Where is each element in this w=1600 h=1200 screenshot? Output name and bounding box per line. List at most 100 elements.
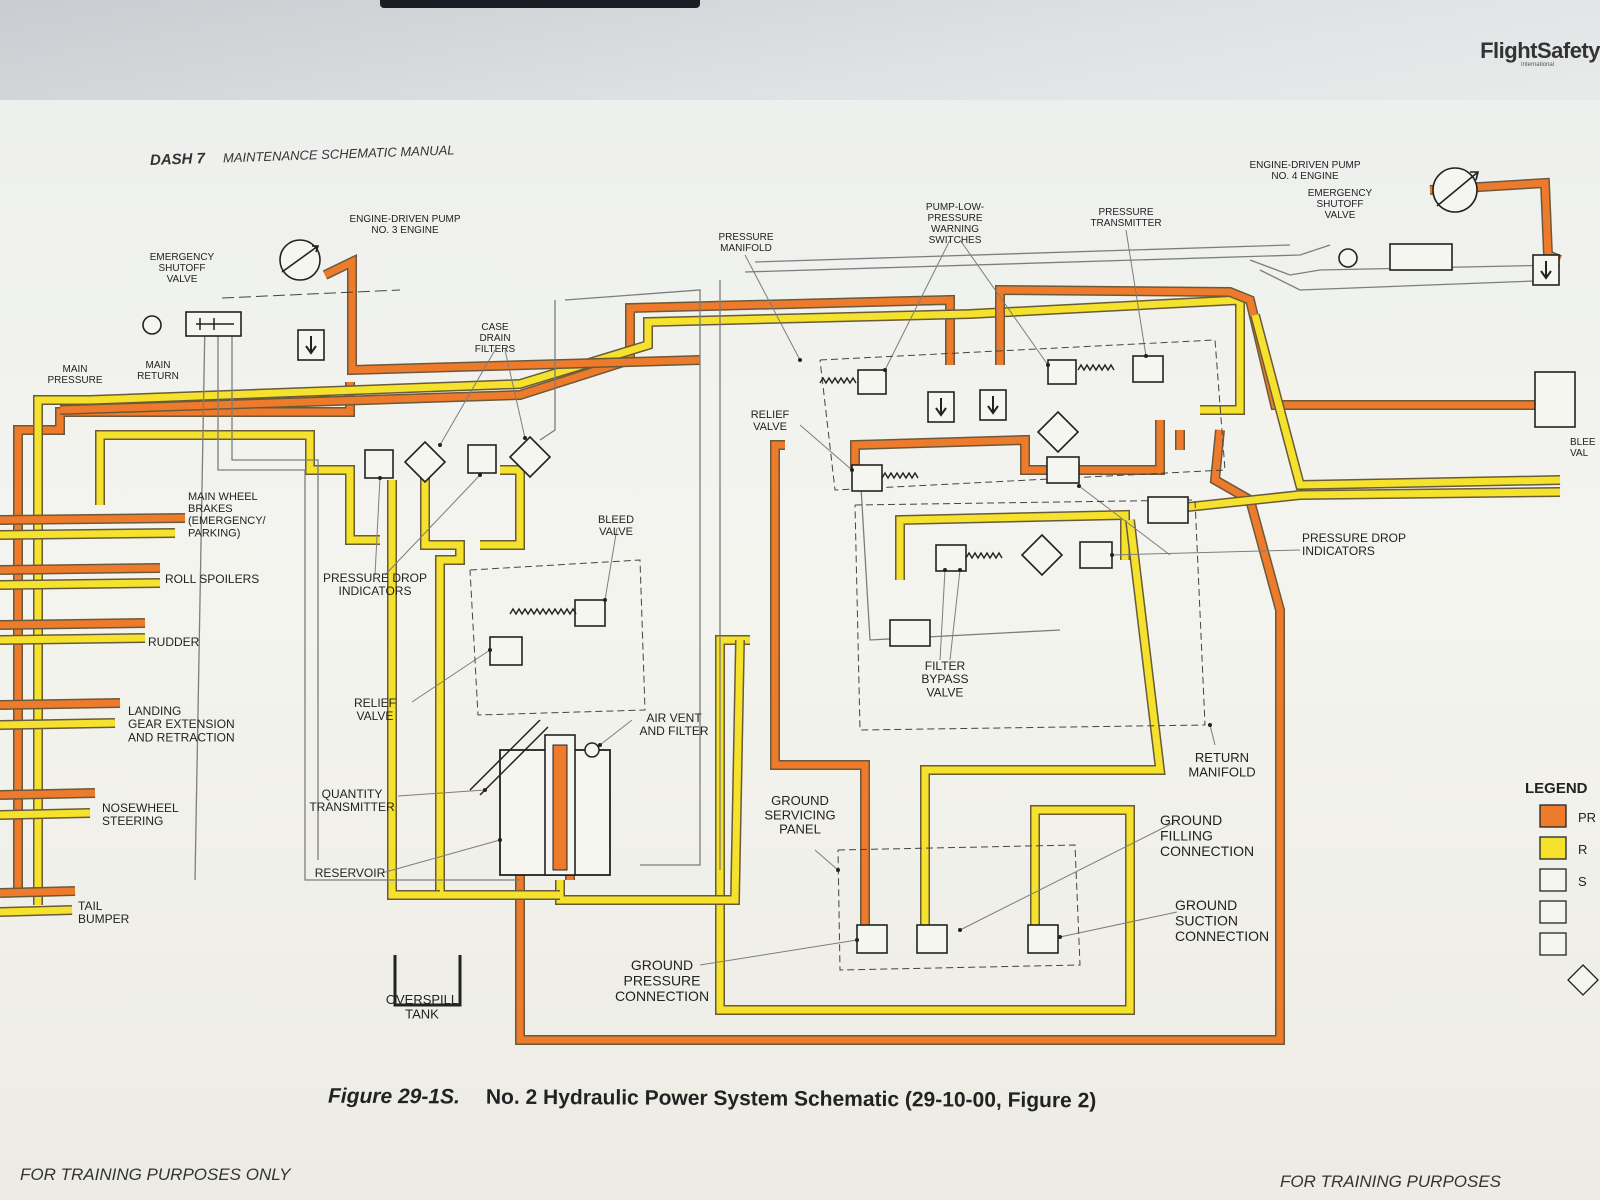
filling-pipe — [921, 519, 1164, 935]
figure-number: Figure 29-1S. — [327, 1084, 460, 1109]
label-pdi-right-line-1: INDICATORS — [1302, 544, 1375, 558]
label-esv-right-line-0: EMERGENCY — [1308, 188, 1373, 199]
pump-low-switch-1 — [857, 369, 887, 395]
legend-title: LEGEND — [1525, 780, 1588, 797]
footer-left: FOR TRAINING PURPOSES ONLY — [20, 1165, 291, 1184]
leader-tip-14 — [483, 788, 487, 792]
manifold-pdi — [1046, 456, 1080, 484]
right-return-pipe — [1251, 314, 1561, 489]
label-overspill-line-0: OVERSPILL — [386, 992, 458, 1007]
label-ground-pressure-line-2: CONNECTION — [615, 988, 709, 1004]
label-pressure-transmitter-line-0: PRESSURE — [1098, 207, 1153, 218]
manifold-check-2 — [979, 389, 1007, 421]
label-esv-left-line-0: EMERGENCY — [150, 252, 215, 263]
label-relief-reservoir-line-1: VALVE — [357, 709, 394, 723]
label-main-return-line-1: RETURN — [137, 371, 179, 382]
ground-suction-connection — [1027, 924, 1059, 954]
ground-filling-connection — [916, 924, 948, 954]
return-check-horizontal — [889, 619, 931, 647]
manifold-check-1-arrow — [935, 398, 947, 417]
legend-swatch-3 — [1539, 900, 1567, 924]
label-pump3-line-1: NO. 3 ENGINE — [371, 225, 439, 236]
branch-pipe-8 — [0, 789, 96, 799]
pump4-icon — [1432, 167, 1478, 213]
leader-tip-7 — [378, 476, 382, 480]
component-layer — [142, 167, 1576, 1007]
legend-swatch-2 — [1539, 868, 1567, 892]
leader-line-10 — [1078, 485, 1171, 556]
legend-item-0: PR — [1578, 810, 1596, 825]
label-main-return-line-0: MAIN — [146, 360, 171, 371]
leader-line-22 — [699, 939, 858, 966]
page-top-shadow — [0, 0, 1600, 100]
leader-line-13 — [599, 719, 633, 746]
thin-line-3 — [194, 319, 206, 881]
left-shutoff-valve-detail — [196, 318, 234, 330]
leader-tip-2 — [1046, 363, 1050, 367]
label-esv-right-line-1: SHUTOFF — [1316, 199, 1363, 210]
label-bleed-right-line-0: BLEE — [1570, 437, 1596, 448]
leader-tip-6 — [850, 468, 854, 472]
pump3-shaft — [221, 289, 401, 299]
return-filter — [1020, 533, 1064, 577]
label-pump3-line-0: ENGINE-DRIVEN PUMP — [349, 214, 460, 225]
label-pump-low-line-3: SWITCHES — [929, 235, 982, 246]
label-pump-low-line-0: PUMP-LOW- — [926, 202, 984, 213]
footer-right: FOR TRAINING PURPOSES — [1280, 1172, 1502, 1191]
leader-tip-12 — [488, 648, 492, 652]
label-quantity-tx-line-1: TRANSMITTER — [309, 800, 395, 814]
legend-swatch-4 — [1539, 932, 1567, 956]
label-landing-gear-line-2: AND RETRACTION — [128, 730, 235, 744]
bypass-spring — [965, 551, 1003, 560]
label-brakes-line-2: (EMERGENCY/ — [188, 515, 267, 527]
branch-pipe-5 — [0, 634, 146, 644]
leader-line-19 — [814, 849, 839, 871]
label-pressure-transmitter-line-1: TRANSMITTER — [1090, 218, 1161, 229]
shutoff-motor-icon — [142, 315, 162, 335]
figure-title: No. 2 Hydraulic Power System Schematic (… — [485, 1085, 1097, 1113]
filter-bypass-valve — [935, 544, 967, 572]
leader-tip-9 — [1110, 553, 1114, 557]
outer-pressure-loop — [516, 429, 1284, 1044]
label-esv-left-line-1: SHUTOFF — [158, 263, 205, 274]
leader-tip-20 — [958, 928, 962, 932]
filter-return-pipe — [896, 511, 1129, 580]
label-roll-spoilers-line-0: ROLL SPOILERS — [165, 572, 259, 586]
label-brakes-line-3: PARKING) — [188, 527, 240, 539]
branch-pipe-6 — [0, 699, 121, 709]
case-drain-filter-1 — [403, 440, 447, 484]
label-pressure-manifold-line-1: MANIFOLD — [720, 243, 772, 254]
label-ground-suction-line-2: CONNECTION — [1175, 928, 1269, 944]
label-bleed-valve-line-1: VALVE — [599, 526, 633, 538]
leader-line-1 — [884, 239, 951, 371]
leader-line-16 — [939, 569, 946, 661]
thin-line-1 — [217, 320, 520, 881]
relief-valve-manifold — [851, 464, 883, 492]
label-pdi-left-line-1: INDICATORS — [339, 584, 412, 598]
right-pressure-pipe — [996, 286, 1560, 409]
case-drain-return — [480, 466, 524, 549]
return-loop-pipe — [96, 431, 380, 544]
label-bleed-valve-line-0: BLEED — [598, 514, 634, 526]
leader-line-14 — [397, 789, 486, 797]
main-return-pipe — [34, 396, 330, 905]
pump-low-spring-2 — [1077, 363, 1115, 372]
thin-line-4 — [539, 300, 556, 441]
label-nosewheel-line-0: NOSEWHEEL — [102, 801, 179, 815]
label-tail-bumper-line-1: BUMPER — [78, 912, 130, 926]
right-feed-return — [1159, 488, 1561, 514]
label-air-vent-line-0: AIR VENT — [646, 711, 702, 725]
leader-line-6 — [799, 424, 853, 471]
label-air-vent-line-1: AND FILTER — [639, 724, 708, 738]
label-relief-reservoir-line-0: RELIEF — [354, 696, 396, 710]
label-case-drain-line-2: FILTERS — [475, 344, 516, 355]
thin-line-8 — [754, 244, 1291, 263]
leader-tip-4 — [438, 443, 442, 447]
pump4-check-valve-arrow — [1540, 261, 1552, 280]
leader-tip-19 — [836, 868, 840, 872]
label-bleed-right-line-1: VAL — [1570, 448, 1589, 459]
label-ground-suction-line-1: SUCTION — [1175, 912, 1238, 928]
label-ground-filling-line-0: GROUND — [1160, 812, 1222, 828]
leader-tip-1 — [883, 368, 887, 372]
pump3-check-valve-arrow — [305, 336, 317, 355]
